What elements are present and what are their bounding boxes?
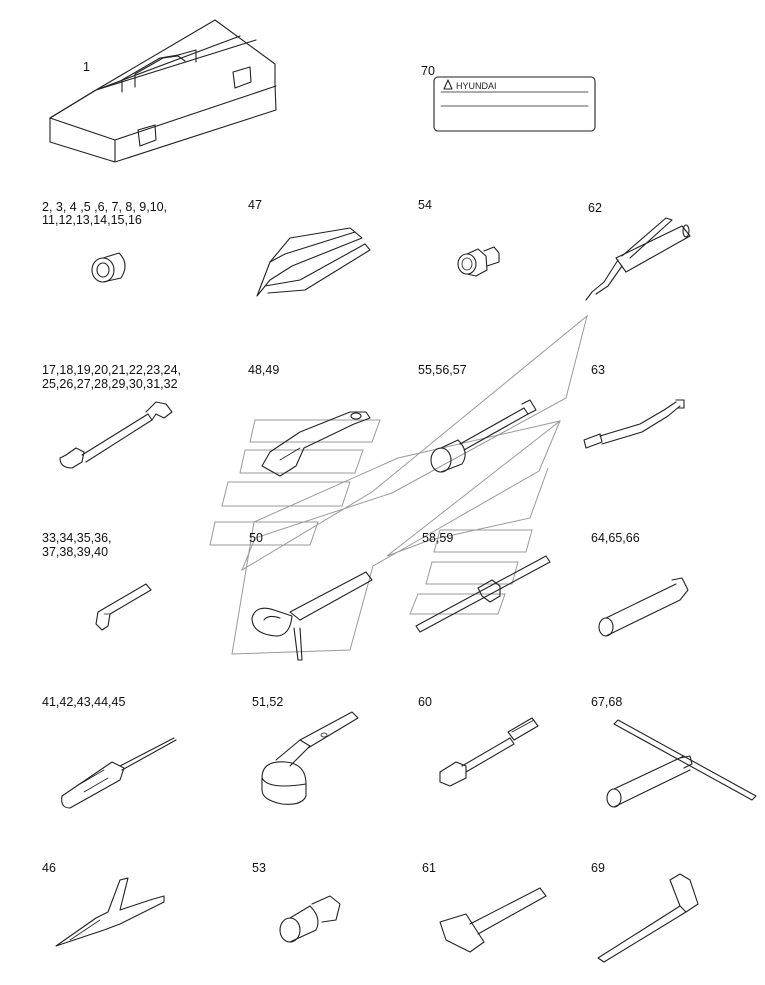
spanner-drawing [59, 401, 173, 469]
socket-drawing [91, 252, 126, 283]
watermark-logo [209, 314, 588, 655]
tommy-bar-drawing [415, 555, 551, 633]
callout-46: 46 [42, 861, 56, 875]
callout-67-68: 67,68 [591, 695, 622, 709]
callout-2-16-line1: 2, 3, 4 ,5 ,6, 7, 8, 9,10, [42, 200, 167, 214]
callout-69: 69 [591, 861, 605, 875]
callout-63: 63 [591, 363, 605, 377]
callout-54: 54 [418, 198, 432, 212]
hex-key-drawing [95, 583, 152, 631]
box-spanner-drawing [598, 577, 689, 637]
callout-55-57: 55,56,57 [418, 363, 467, 377]
ratchet-handle-drawing [439, 717, 539, 787]
callout-64-66: 64,65,66 [591, 531, 640, 545]
l-wrench-drawing [597, 873, 699, 963]
callout-60: 60 [418, 695, 432, 709]
callout-62: 62 [588, 201, 602, 215]
callout-2-16-line2: 11,12,13,14,15,16 [42, 213, 142, 227]
t-wrench-drawing [606, 719, 757, 808]
callout-47: 47 [248, 198, 262, 212]
screwdriver-drawing [61, 737, 177, 809]
toolbox-drawing [49, 19, 277, 163]
pliers-47-drawing [256, 227, 371, 297]
adjustable-wrench-drawing [261, 411, 371, 477]
callout-1: 1 [83, 60, 90, 74]
socket-extension-drawing [430, 399, 537, 473]
hammer-drawing [439, 887, 547, 953]
filter-wrench-50-drawing [251, 571, 373, 661]
filter-wrench-51-drawing [261, 711, 359, 805]
name-plate-drawing: HYUNDAI [433, 76, 596, 132]
callout-33-40-line1: 33,34,35,36, [42, 531, 112, 545]
callout-17-32-line2: 25,26,27,28,29,30,31,32 [42, 377, 178, 391]
callout-50: 50 [249, 531, 263, 545]
callout-17-32-line1: 17,18,19,20,21,22,23,24, [42, 363, 181, 377]
callout-51-52: 51,52 [252, 695, 283, 709]
callout-70: 70 [421, 64, 435, 78]
grease-gun-drawing [585, 217, 691, 301]
callout-41-45: 41,42,43,44,45 [42, 695, 125, 709]
long-nose-pliers-drawing [55, 877, 165, 947]
universal-joint-drawing [279, 895, 341, 943]
callout-48-49: 48,49 [248, 363, 279, 377]
adapter-54-drawing [457, 246, 500, 277]
grease-hose-drawing [583, 399, 685, 449]
plate-brand-text: HYUNDAI [456, 81, 497, 91]
callout-61: 61 [422, 861, 436, 875]
callout-58-59: 58,59 [422, 531, 453, 545]
callout-33-40-line2: 37,38,39,40 [42, 545, 108, 559]
callout-53: 53 [252, 861, 266, 875]
